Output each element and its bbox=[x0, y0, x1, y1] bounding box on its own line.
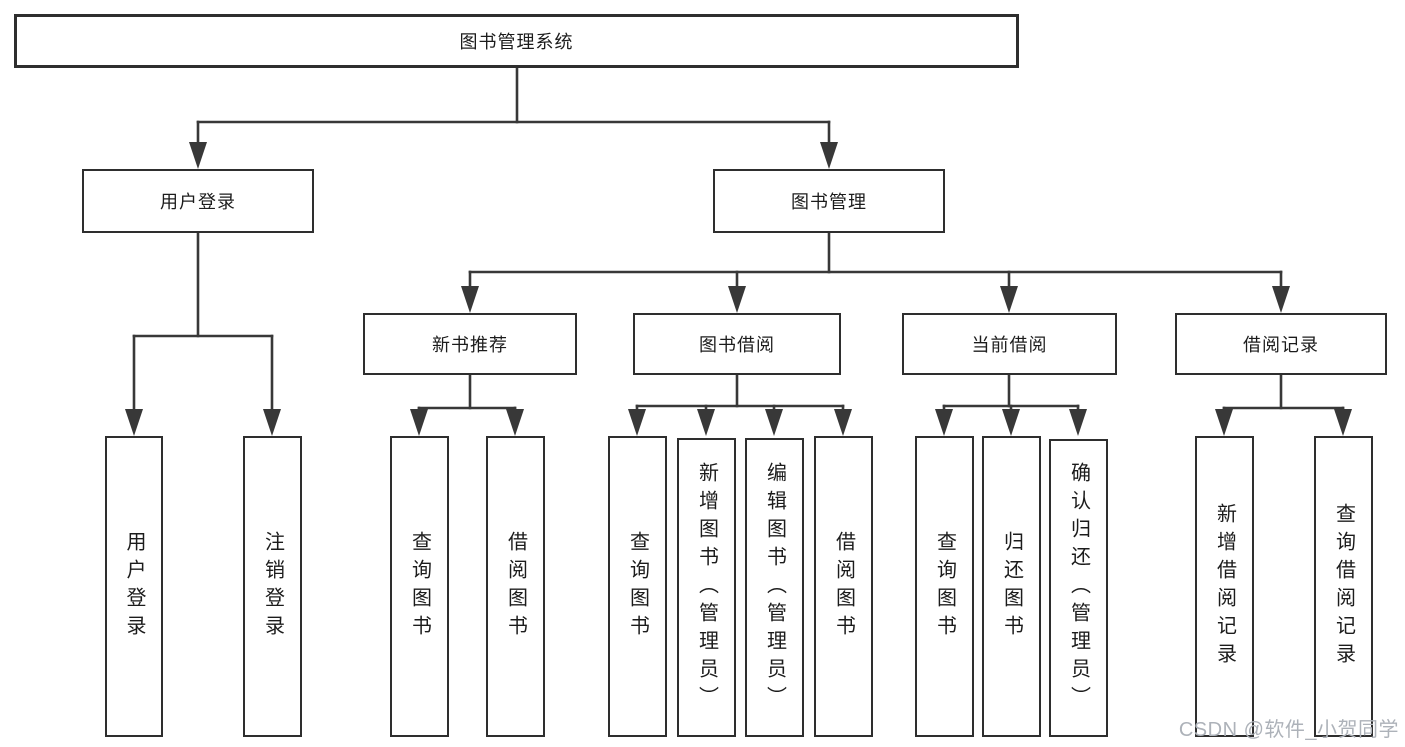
leaf-current-confirm-return-admin: 确认归还（管理员） bbox=[1049, 439, 1108, 737]
node-label: 图书管理 bbox=[791, 192, 867, 212]
leaf-newbook-query-books: 查询图书 bbox=[390, 436, 449, 737]
leaf-current-query-books: 查询图书 bbox=[915, 436, 974, 737]
leaf-borrow-edit-books-admin: 编辑图书（管理员） bbox=[745, 438, 804, 737]
leaf-record-add-record: 新增借阅记录 bbox=[1195, 436, 1254, 737]
leaf-newbook-borrow-books: 借阅图书 bbox=[486, 436, 545, 737]
leaf-borrow-query-books: 查询图书 bbox=[608, 436, 667, 737]
node-label: 新书推荐 bbox=[432, 335, 508, 355]
node-borrow-records: 借阅记录 bbox=[1175, 313, 1387, 375]
leaf-label: 编辑图书（管理员） bbox=[763, 461, 786, 714]
node-new-book-recommend: 新书推荐 bbox=[363, 313, 577, 375]
node-root-label: 图书管理系统 bbox=[459, 32, 574, 52]
leaf-label: 查询图书 bbox=[408, 530, 431, 643]
leaf-user-login: 用户登录 bbox=[105, 436, 163, 737]
leaf-borrow-borrow-books: 借阅图书 bbox=[814, 436, 873, 737]
node-book-borrow: 图书借阅 bbox=[633, 313, 841, 375]
node-label: 当前借阅 bbox=[971, 335, 1048, 355]
leaf-current-return-books: 归还图书 bbox=[982, 436, 1041, 737]
leaf-label: 借阅图书 bbox=[504, 530, 527, 643]
leaf-label: 确认归还（管理员） bbox=[1067, 462, 1090, 714]
node-label: 图书借阅 bbox=[699, 335, 775, 355]
leaf-borrow-add-books-admin: 新增图书（管理员） bbox=[677, 438, 736, 737]
leaf-label: 归还图书 bbox=[1000, 530, 1023, 643]
leaf-label: 借阅图书 bbox=[832, 530, 855, 643]
watermark: CSDN @软件_小贺同学 bbox=[1178, 719, 1399, 741]
node-root: 图书管理系统 bbox=[14, 14, 1019, 68]
leaf-label: 新增图书（管理员） bbox=[695, 461, 718, 714]
node-current-borrow: 当前借阅 bbox=[902, 313, 1117, 375]
leaf-label: 查询图书 bbox=[626, 530, 649, 643]
leaf-label: 查询图书 bbox=[933, 530, 956, 643]
leaf-logout: 注销登录 bbox=[243, 436, 302, 737]
node-book-management: 图书管理 bbox=[713, 169, 945, 233]
leaf-label: 新增借阅记录 bbox=[1213, 502, 1236, 671]
node-user-login: 用户登录 bbox=[82, 169, 314, 233]
leaf-record-query-record: 查询借阅记录 bbox=[1314, 436, 1373, 737]
node-label: 用户登录 bbox=[160, 192, 236, 212]
leaf-label: 用户登录 bbox=[123, 530, 145, 643]
leaf-label: 查询借阅记录 bbox=[1332, 502, 1355, 671]
leaf-label: 注销登录 bbox=[261, 530, 284, 643]
node-label: 借阅记录 bbox=[1243, 335, 1319, 355]
